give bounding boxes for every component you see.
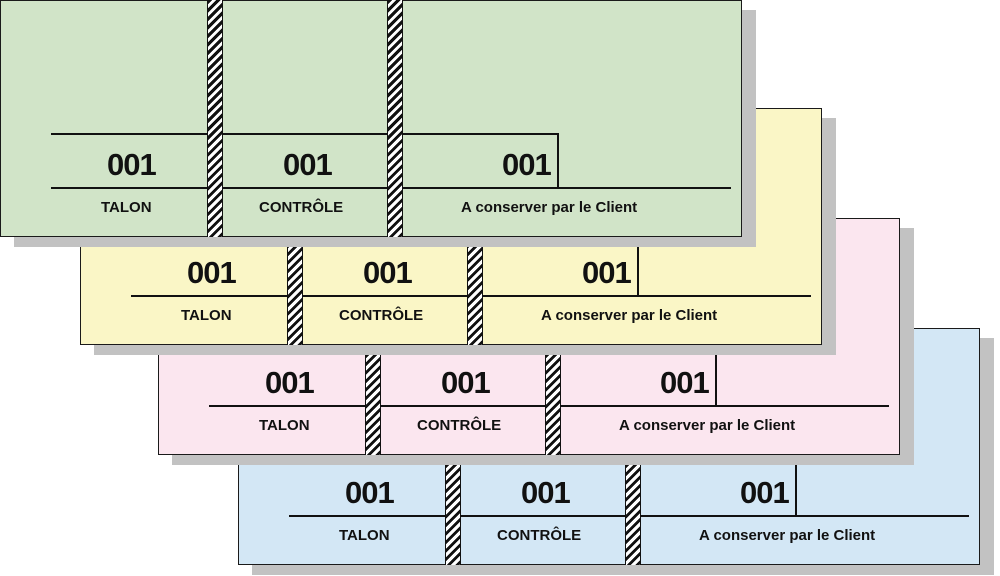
client-number: 001: [660, 365, 710, 400]
perforation-2: [387, 0, 403, 237]
client-number: 001: [582, 255, 632, 290]
control-number: 001: [521, 475, 571, 510]
control-label: CONTRÔLE: [417, 417, 502, 434]
client-label: A conserver par le Client: [461, 199, 638, 216]
stub-number: 001: [345, 475, 395, 510]
stub-number: 001: [187, 255, 237, 290]
top-rule: [131, 241, 639, 243]
top-rule: [289, 461, 797, 463]
ticket-green: 001 001 001 TALON CONTRÔLE A conserver p…: [0, 0, 742, 237]
stub-label: TALON: [339, 527, 390, 544]
stub-number: 001: [107, 147, 157, 182]
top-rule: [209, 351, 717, 353]
client-number: 001: [502, 147, 552, 182]
client-label: A conserver par le Client: [541, 307, 718, 324]
client-label: A conserver par le Client: [699, 527, 876, 544]
stub-number: 001: [265, 365, 315, 400]
control-number: 001: [363, 255, 413, 290]
stub-label: TALON: [259, 417, 310, 434]
control-label: CONTRÔLE: [497, 527, 582, 544]
client-number: 001: [740, 475, 790, 510]
control-number: 001: [283, 147, 333, 182]
control-label: CONTRÔLE: [259, 199, 344, 216]
client-label: A conserver par le Client: [619, 417, 796, 434]
client-box-edge: [795, 461, 797, 517]
control-label: CONTRÔLE: [339, 307, 424, 324]
stub-label: TALON: [181, 307, 232, 324]
client-box-edge: [557, 133, 559, 189]
control-number: 001: [441, 365, 491, 400]
top-rule: [51, 133, 559, 135]
stub-label: TALON: [101, 199, 152, 216]
client-box-edge: [715, 351, 717, 407]
client-box-edge: [637, 241, 639, 297]
perforation-1: [207, 0, 223, 237]
